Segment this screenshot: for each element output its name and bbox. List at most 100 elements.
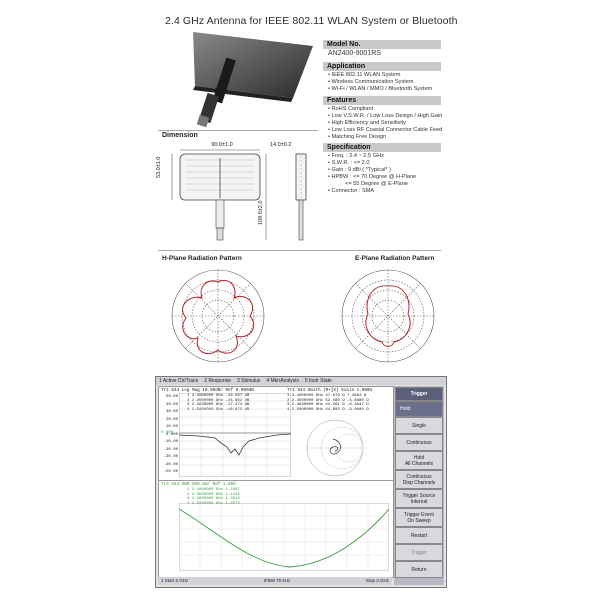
marker-readout: 4 2.5000000 GHz 44.802 Ω -9.0080 Ω <box>287 407 369 412</box>
softkey-sublabel: All Channels <box>404 460 434 467</box>
e-plane-trace <box>365 285 411 347</box>
vna-menu-item[interactable]: 5 Instr State <box>304 378 332 384</box>
marker-readout: 3 2.4830000 GHz 44.261 Ω -8.4847 Ω <box>287 403 369 408</box>
marker-readout: 4 2.5000000 GHz -16.672 dB <box>187 407 250 412</box>
softkey-sublabel: Internal <box>410 498 428 505</box>
application-item: • Wi-Fi / WLAN / MMO / Bluetooth System <box>328 86 433 92</box>
y-tick-label: 50.00 <box>165 395 178 399</box>
softkey-trigger[interactable]: Trigger <box>395 544 443 561</box>
features-item: • Low Loss RF Coaxial Connector Cable Fe… <box>328 127 443 133</box>
trace2-header: Tr2 S44 Smith (R+jX) Scale 1.000U <box>287 388 373 393</box>
softkey-title: Trigger <box>395 387 443 401</box>
trace2-marker-list: 1 2.4000000 GHz 47.079 Ω 7.4964 Ω 2 2.45… <box>287 394 369 412</box>
e-plane-title: E-Plane Radiation Pattern <box>355 255 435 262</box>
marker-readout: 3 2.4830000 GHz 1.3013 <box>187 497 240 502</box>
trace1-header: Tr1 S44 Log Mag 10.00dB/ Ref 0.000dB <box>161 388 254 393</box>
smith-chart <box>306 419 364 477</box>
softkey-sublabel: Disp Channels <box>402 479 436 486</box>
marker-readout: 1 2.4000000 GHz 1.2497 <box>187 488 240 492</box>
trace3-marker-list: 1 2.4000000 GHz 1.2497 2 2.4500000 GHz 1… <box>187 488 240 506</box>
vna-menu-item[interactable]: 3 Stimulus <box>236 378 261 384</box>
spec-item: • HPBW : <= 70 Degree @ H-Plane <box>328 174 417 180</box>
logmag-y-axis: 50.00 40.00 30.00 20.00 10.00 0.000 -10.… <box>160 394 178 477</box>
y-tick-label: -20.00 <box>163 447 178 452</box>
softkey-label: Trigger <box>411 549 427 556</box>
e-plane-chart <box>341 269 435 363</box>
spec-item: • S.W.R. : <= 2.0 <box>328 160 370 166</box>
features-head: Features <box>323 96 441 105</box>
dim-width: 90.0±1.0 <box>211 142 233 148</box>
h-plane-chart <box>171 269 265 363</box>
y-tick-label: 10.00 <box>165 425 178 429</box>
vna-menu-item[interactable]: 1 Active Ch/Trace <box>159 378 199 384</box>
trace1-marker-list: 1 2.4000000 GHz -19.037 dB 2 2.4500000 G… <box>187 394 249 412</box>
logmag-trace <box>179 433 291 456</box>
page-title: 2.4 GHz Antenna for IEEE 802.11 WLAN Sys… <box>165 15 458 27</box>
ref-label: 0.000 <box>161 431 174 435</box>
marker-readout: 3 2.4830000 GHz -17.474 dB <box>187 403 250 408</box>
marker-readout: 4 2.5000000 GHz 1.2973 <box>187 501 240 506</box>
trace3-header: Tr3 S44 SWR 500.0m/ Ref 1.000 <box>161 482 236 487</box>
application-item: • Wireless Communication System <box>328 79 414 85</box>
softkey-label: Restart <box>410 532 428 539</box>
y-tick-label: 40.00 <box>165 402 178 407</box>
softkey-label: Trigger Event <box>404 511 434 518</box>
softkey-label: Hold <box>413 454 425 461</box>
features-item: • RoHS Compliant <box>328 106 374 112</box>
y-tick-label: -40.00 <box>163 462 178 467</box>
vna-status-bar: 1 Start 2 GHz IFBW 70 kHz Stop 3 GHz <box>158 577 392 585</box>
features-item: • Matching Free Design <box>328 134 387 140</box>
features-item: • High Efficiency and Sensitivity <box>328 120 407 126</box>
softkey-hold[interactable]: Hold <box>395 401 443 417</box>
application-item: • IEEE 802.11 WLAN System <box>328 72 401 78</box>
marker-readout: 2 2.4500000 GHz 52.560 Ω -5.8880 Ω <box>287 398 369 403</box>
vna-window: 1 Active Ch/Trace 2 Response 3 Stimulus … <box>155 376 447 588</box>
dimension-head: Dimension <box>162 132 198 139</box>
sweep-start: 1 Start 2 GHz <box>161 578 189 583</box>
softkey-continuous[interactable]: Continuous <box>395 434 443 451</box>
softkey-single[interactable]: Single <box>395 417 443 434</box>
features-item: • Low V.S.W.R. / Low Loss Design / High … <box>328 113 443 119</box>
vna-top-panel: Tr1 S44 Log Mag 10.00dB/ Ref 0.000dB Tr2… <box>158 386 394 481</box>
vna-menu-item[interactable]: 2 Response <box>204 378 231 384</box>
h-plane-trace <box>182 280 255 354</box>
vna-menu-bar: 1 Active Ch/Trace 2 Response 3 Stimulus … <box>156 377 446 385</box>
model-head: Model No. <box>323 40 441 49</box>
y-tick-label: -30.00 <box>163 455 178 459</box>
marker-readout: 2 2.4500000 GHz -24.962 dB <box>187 398 250 403</box>
spec-item: • Connector : SMA <box>328 188 375 194</box>
softkey-label: Continuous <box>406 439 432 446</box>
softkey-restart[interactable]: Restart <box>395 527 443 544</box>
y-tick-label: -50.00 <box>163 470 178 474</box>
spec-item: • Gain : 9 dBi ( *Typical* ) <box>328 167 391 173</box>
y-tick-label: 30.00 <box>165 410 178 414</box>
dim-thickness: 14.0±0.2 <box>270 142 292 148</box>
marker-readout: 1 2.4000000 GHz 47.079 Ω 7.4964 Ω <box>287 394 367 398</box>
model-value: AN2400-9001RS <box>328 50 381 57</box>
specification-head: Specification <box>323 143 441 152</box>
spec-item: <= 55 Degree @ E-Plane <box>328 181 408 187</box>
softkey-label: Single <box>412 422 426 429</box>
spec-item: • Freq. : 2.4 ~ 2.5 GHz <box>328 153 384 159</box>
softkey-label: Hold <box>400 406 411 412</box>
y-tick-label: 20.00 <box>165 417 178 422</box>
softkey-return[interactable]: Return <box>395 561 443 578</box>
marker-readout: 2 2.4500000 GHz 1.1219 <box>187 492 240 497</box>
vna-bottom-panel: Tr3 S44 SWR 500.0m/ Ref 1.000 1 2.400000… <box>158 480 394 578</box>
h-plane-title: H-Plane Radiation Pattern <box>162 255 242 262</box>
marker-readout: 1 2.4000000 GHz -19.037 dB <box>187 394 250 398</box>
softkey-label: Return <box>411 566 427 573</box>
smith-trace <box>329 438 341 455</box>
y-tick-label: 0.000 <box>165 432 178 437</box>
softkey-label: Continuous <box>406 473 432 480</box>
softkey-label: Trigger Source <box>402 492 436 499</box>
logmag-plot <box>179 393 291 477</box>
sweep-stop: Stop 3 GHz <box>365 578 389 583</box>
dimension-drawing <box>171 149 307 241</box>
vna-menu-item[interactable]: 4 Mkr/Analysis <box>266 378 299 384</box>
